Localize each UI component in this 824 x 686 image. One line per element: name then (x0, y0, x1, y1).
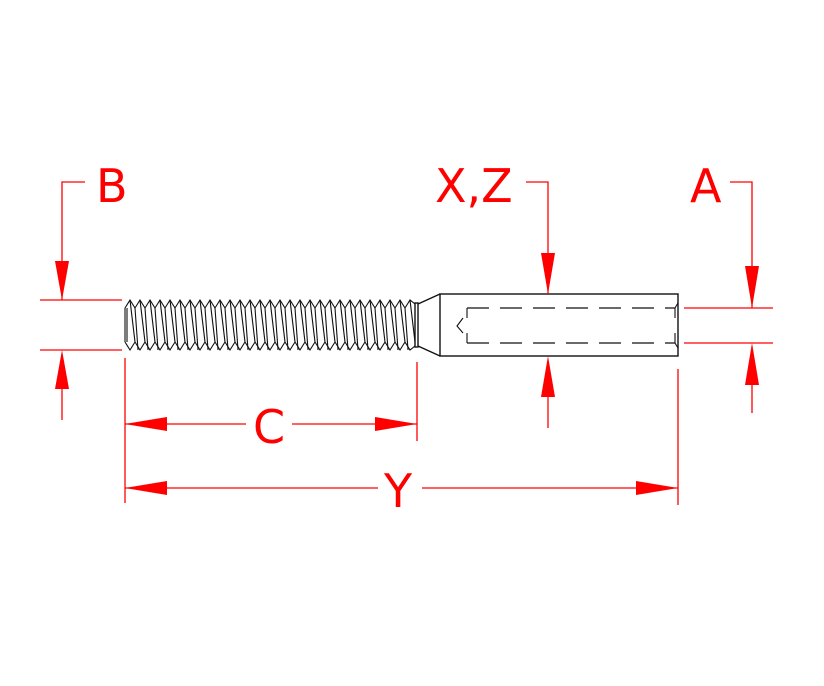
thread-section (124, 298, 416, 352)
socket-body (439, 293, 679, 357)
dimension-label-a: A (690, 159, 722, 213)
dimension-y: Y (125, 464, 678, 518)
dimension-xz: X,Z (435, 159, 555, 428)
dimension-label-c: C (253, 400, 285, 454)
dimension-a: A (684, 159, 773, 413)
thread-root-lines (126, 307, 409, 351)
thread-neck (414, 302, 419, 348)
threaded-stud (124, 293, 679, 357)
dimension-label-b: B (96, 159, 128, 213)
taper-transition (417, 293, 441, 357)
dimension-c: C (125, 400, 417, 454)
hidden-bore (456, 302, 679, 349)
dimension-label-y: Y (383, 464, 413, 518)
dimension-b: B (40, 159, 128, 420)
thread-crest-lines (124, 299, 416, 343)
dimension-label-xz: X,Z (435, 159, 513, 213)
thread-bottom-profile (124, 340, 416, 352)
extension-lines (124, 358, 679, 505)
